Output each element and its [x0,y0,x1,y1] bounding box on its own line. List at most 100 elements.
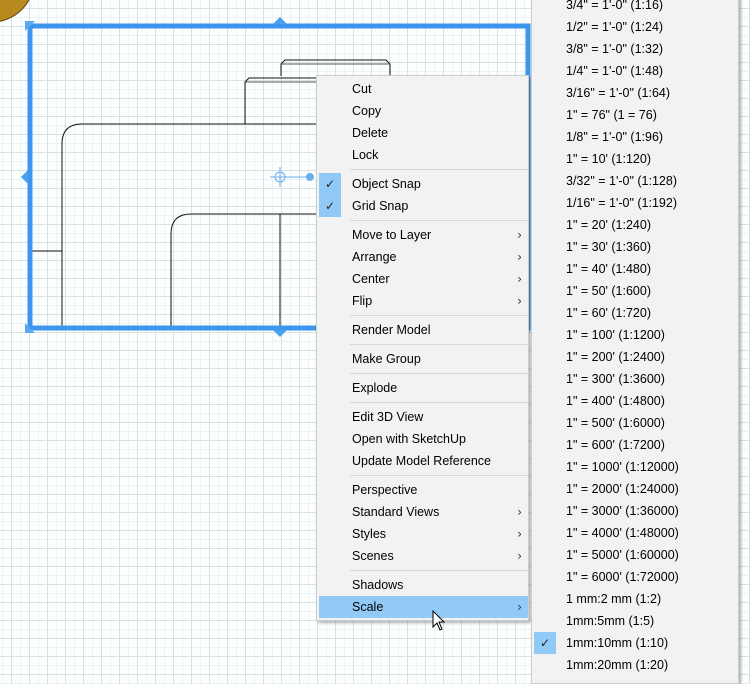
menu-separator [350,169,528,170]
scale-option-label: 1" = 30' (1:360) [566,240,652,254]
scale-option[interactable]: 1" = 20' (1:240) [534,214,738,236]
scale-option[interactable]: 1mm:20mm (1:20) [534,654,738,676]
scale-option[interactable]: 1/4" = 1'-0" (1:48) [534,60,738,82]
scale-option[interactable]: 1" = 6000' (1:72000) [534,566,738,588]
scale-option[interactable]: 1" = 500' (1:6000) [534,412,738,434]
scale-option-label: 1" = 4000' (1:48000) [566,526,679,540]
scale-option-label: 1" = 60' (1:720) [566,306,652,320]
menu-item-explode[interactable]: Explode [319,377,528,399]
resize-handle-bottom-left[interactable] [25,323,35,333]
scale-option-label: 1/4" = 1'-0" (1:48) [566,64,664,78]
scale-option[interactable]: 1" = 60' (1:720) [534,302,738,324]
menu-item-label: Styles [352,527,387,541]
scale-option[interactable]: 1/8" = 1'-0" (1:96) [534,126,738,148]
menu-item-copy[interactable]: Copy [319,100,528,122]
menu-item-lock[interactable]: Lock [319,144,528,166]
scale-option[interactable]: 1" = 10' (1:120) [534,148,738,170]
scale-submenu: 3/4" = 1'-0" (1:16) 1/2" = 1'-0" (1:24) 3/… [531,0,739,684]
menu-item-label: Update Model Reference [352,454,491,468]
scale-option[interactable]: 1" = 1000' (1:12000) [534,456,738,478]
scale-option[interactable]: 1" = 30' (1:360) [534,236,738,258]
menu-item-flip[interactable]: Flip› [319,290,528,312]
scale-option[interactable]: 1/2" = 1'-0" (1:24) [534,16,738,38]
scale-option-label: 1" = 10' (1:120) [566,152,652,166]
scale-option-label: 1" = 20' (1:240) [566,218,652,232]
scale-option[interactable]: 1" = 100' (1:1200) [534,324,738,346]
menu-item-open-with-sketchup[interactable]: Open with SketchUp [319,428,528,450]
model-view[interactable] [30,59,391,328]
menu-item-label: Make Group [352,352,421,366]
menu-item-shadows[interactable]: Shadows [319,574,528,596]
check-icon: ✓ [319,195,341,217]
scale-option[interactable]: 1" = 3000' (1:36000) [534,500,738,522]
menu-item-grid-snap[interactable]: ✓ Grid Snap [319,195,528,217]
menu-separator [350,373,528,374]
scale-option-label: 1" = 3000' (1:36000) [566,504,679,518]
menu-item-update-model-reference[interactable]: Update Model Reference [319,450,528,472]
chevron-right-icon: › [517,549,522,563]
menu-item-move-to-layer[interactable]: Move to Layer› [319,224,528,246]
scale-option[interactable]: 1" = 5000' (1:60000) [534,544,738,566]
scale-option[interactable]: 1mm:5mm (1:5) [534,610,738,632]
menu-item-label: Delete [352,126,389,140]
scale-option-label: 1" = 100' (1:1200) [566,328,665,342]
menu-item-label: Edit 3D View [352,410,424,424]
menu-item-label: Cut [352,82,372,96]
menu-item-arrange[interactable]: Arrange› [319,246,528,268]
menu-item-label: Explode [352,381,398,395]
scale-option-label: 1/8" = 1'-0" (1:96) [566,130,664,144]
menu-item-cut[interactable]: Cut [319,78,528,100]
menu-item-label: Move to Layer [352,228,432,242]
menu-separator [350,402,528,403]
scale-option[interactable]: 1/16" = 1'-0" (1:192) [534,192,738,214]
scale-option-label: 3/8" = 1'-0" (1:32) [566,42,664,56]
menu-separator [350,344,528,345]
menu-item-object-snap[interactable]: ✓Object Snap [319,173,528,195]
scale-option[interactable]: 1" = 4000' (1:48000) [534,522,738,544]
menu-item-delete[interactable]: Delete [319,122,528,144]
scale-option-label: 1/2" = 1'-0" (1:24) [566,20,664,34]
scale-option[interactable]: 3/8" = 1'-0" (1:32) [534,38,738,60]
chevron-right-icon: › [517,294,522,308]
menu-item-styles[interactable]: Styles› [319,523,528,545]
menu-item-scenes[interactable]: Scenes› [319,545,528,567]
scale-option[interactable]: 1" = 40' (1:480) [534,258,738,280]
menu-item-perspective[interactable]: Perspective [319,479,528,501]
menu-item-center[interactable]: Center› [319,268,528,290]
mouse-cursor-icon [432,610,446,631]
scale-option[interactable]: 3/32" = 1'-0" (1:128) [534,170,738,192]
scale-option[interactable]: 1" = 600' (1:7200) [534,434,738,456]
scale-option[interactable]: 1" = 50' (1:600) [534,280,738,302]
menu-separator [350,220,528,221]
menu-item-label: Grid Snap [352,199,409,213]
circle-shape[interactable] [0,0,34,22]
menu-item-standard-views[interactable]: Standard Views› [319,501,528,523]
scale-option[interactable]: 1" = 200' (1:2400) [534,346,738,368]
resize-handle-top-left[interactable] [25,21,35,31]
resize-handle-left[interactable] [21,170,28,184]
menu-item-make-group[interactable]: Make Group [319,348,528,370]
scale-option-label: 1" = 200' (1:2400) [566,350,665,364]
scale-option[interactable]: 1" = 400' (1:4800) [534,390,738,412]
scale-option[interactable]: 1" = 2000' (1:24000) [534,478,738,500]
scale-option-label: 3/16" = 1'-0" (1:64) [566,86,671,100]
menu-item-scale[interactable]: Scale› [319,596,528,618]
menu-item-render-model[interactable]: Render Model [319,319,528,341]
rotate-handle[interactable] [270,167,314,187]
scale-option-label: 1 mm:2 mm (1:2) [566,592,662,606]
menu-item-edit-3d-view[interactable]: Edit 3D View [319,406,528,428]
scale-option[interactable]: ✓1mm:10mm (1:10) [534,632,738,654]
scale-option-label: 1mm:5mm (1:5) [566,614,655,628]
scale-option-label: 1" = 5000' (1:60000) [566,548,679,562]
resize-handle-bottom[interactable] [273,330,287,337]
scale-option[interactable]: 1 mm:2 mm (1:2) [534,588,738,610]
chevron-right-icon: › [517,250,522,264]
scale-option[interactable]: 1" = 300' (1:3600) [534,368,738,390]
scale-option[interactable]: 1" = 76" (1 = 76) [534,104,738,126]
scale-option[interactable]: 3/16" = 1'-0" (1:64) [534,82,738,104]
menu-separator [350,315,528,316]
menu-item-label: Perspective [352,483,418,497]
resize-handle-top[interactable] [273,17,287,24]
scale-option[interactable]: 3/4" = 1'-0" (1:16) [534,0,738,16]
